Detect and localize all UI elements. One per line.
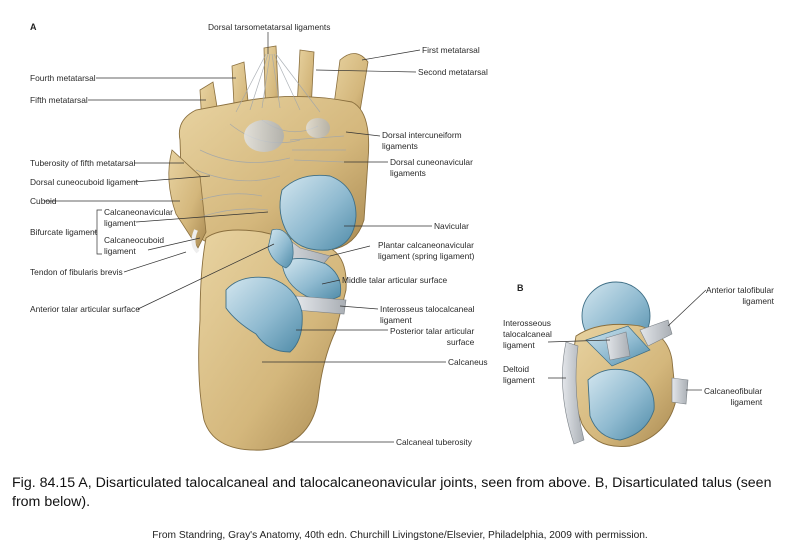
label-anterior-talofibular: Anterior talofibular ligament [706, 285, 774, 306]
posterior-talar-surface [225, 276, 303, 353]
ligament-knot-left [244, 120, 284, 152]
leader-cuneocuboid [133, 175, 211, 183]
label-dorsal-cuneocuboid: Dorsal cuneocuboid ligament [30, 177, 139, 187]
bifurcate-bracket [94, 209, 102, 255]
label-middle-talar: Middle talar articular surface [342, 275, 448, 285]
leader-middle-talar [321, 279, 341, 285]
label-interosseous-b: Interosseous talocalcaneal ligament [503, 318, 552, 350]
cuboid-bone [168, 149, 207, 249]
leader-anterior-talofibular [667, 289, 707, 327]
figure-credit: From Standring, Gray's Anatomy, 40th edn… [152, 530, 648, 541]
label-fourth-metatarsal: Fourth metatarsal [30, 73, 96, 83]
leader-plantar-calcaneonavicular [329, 245, 371, 257]
label-navicular: Navicular [434, 221, 469, 231]
panel-a-letter: A [30, 22, 37, 32]
panel-b-drawing [562, 281, 689, 447]
label-fifth-metatarsal: Fifth metatarsal [30, 95, 88, 105]
label-calcaneonavicular: Calcaneonavicular ligament [104, 207, 173, 228]
label-first-metatarsal: First metatarsal [422, 45, 480, 55]
leader-intercuneiform [345, 131, 381, 137]
label-bifurcate: Bifurcate ligament [30, 227, 98, 237]
label-anterior-talar: Anterior talar articular surface [30, 304, 140, 314]
label-dorsal-intercuneiform: Dorsal intercuneiform ligaments [382, 130, 462, 151]
label-tuberosity-fifth: Tuberosity of fifth metatarsal [30, 158, 136, 168]
leader-calcaneocuboid [147, 237, 201, 251]
leader-interosseus-a [339, 305, 379, 310]
leader-first-metatarsal [361, 49, 421, 61]
leader-interosseous-b [547, 339, 611, 343]
label-calcaneocuboid: Calcaneocuboid ligament [104, 235, 165, 256]
label-calcaneus: Calcaneus [448, 357, 488, 367]
middle-talar-surface [281, 258, 342, 301]
label-cuboid: Cuboid [30, 196, 57, 206]
navicular-articular-surface [279, 174, 357, 251]
talus-posterior-surface [587, 368, 655, 441]
label-plantar-calcaneonavicular: Plantar calcaneonavicular ligament (spri… [378, 240, 475, 261]
leader-anterior-talar [137, 243, 275, 310]
leader-second-metatarsal [315, 69, 417, 73]
label-dorsal-cuneonavicular: Dorsal cuneonavicular ligaments [390, 157, 473, 178]
leader-lines [44, 32, 707, 443]
label-calcaneal-tuberosity: Calcaneal tuberosity [396, 437, 472, 447]
label-dorsal-tarsometatarsal: Dorsal tarsometatarsal ligaments [208, 22, 331, 32]
label-second-metatarsal: Second metatarsal [418, 67, 488, 77]
anterior-talar-surface [267, 228, 294, 269]
dorsal-ligament-fibres [195, 53, 346, 217]
label-calcaneofibular: Calcaneofibular ligament [704, 386, 763, 407]
label-deltoid: Deltoid ligament [503, 364, 535, 385]
calcaneofibular-fibres [671, 377, 689, 405]
leader-fibularis [123, 251, 187, 273]
panel-a-drawing [168, 45, 370, 451]
ligament-knot-right [306, 118, 330, 138]
panel-b-letter: B [517, 283, 524, 293]
figure-caption: Fig. 84.15 A, Disarticulated talocalcane… [12, 475, 772, 510]
fibularis-tendon [191, 229, 200, 254]
leader-calcaneonavicular [135, 211, 269, 223]
anatomy-illustration [44, 32, 707, 451]
anterior-talofibular-fibres [639, 319, 673, 347]
label-tendon-fibularis: Tendon of fibularis brevis [30, 267, 123, 277]
interosseous-b-fibres [605, 331, 631, 361]
label-posterior-talar: Posterior talar articular surface [390, 326, 475, 347]
deltoid-ligament-fibres [562, 341, 585, 445]
label-interosseus-a: Interosseus talocalcaneal ligament [380, 304, 475, 325]
